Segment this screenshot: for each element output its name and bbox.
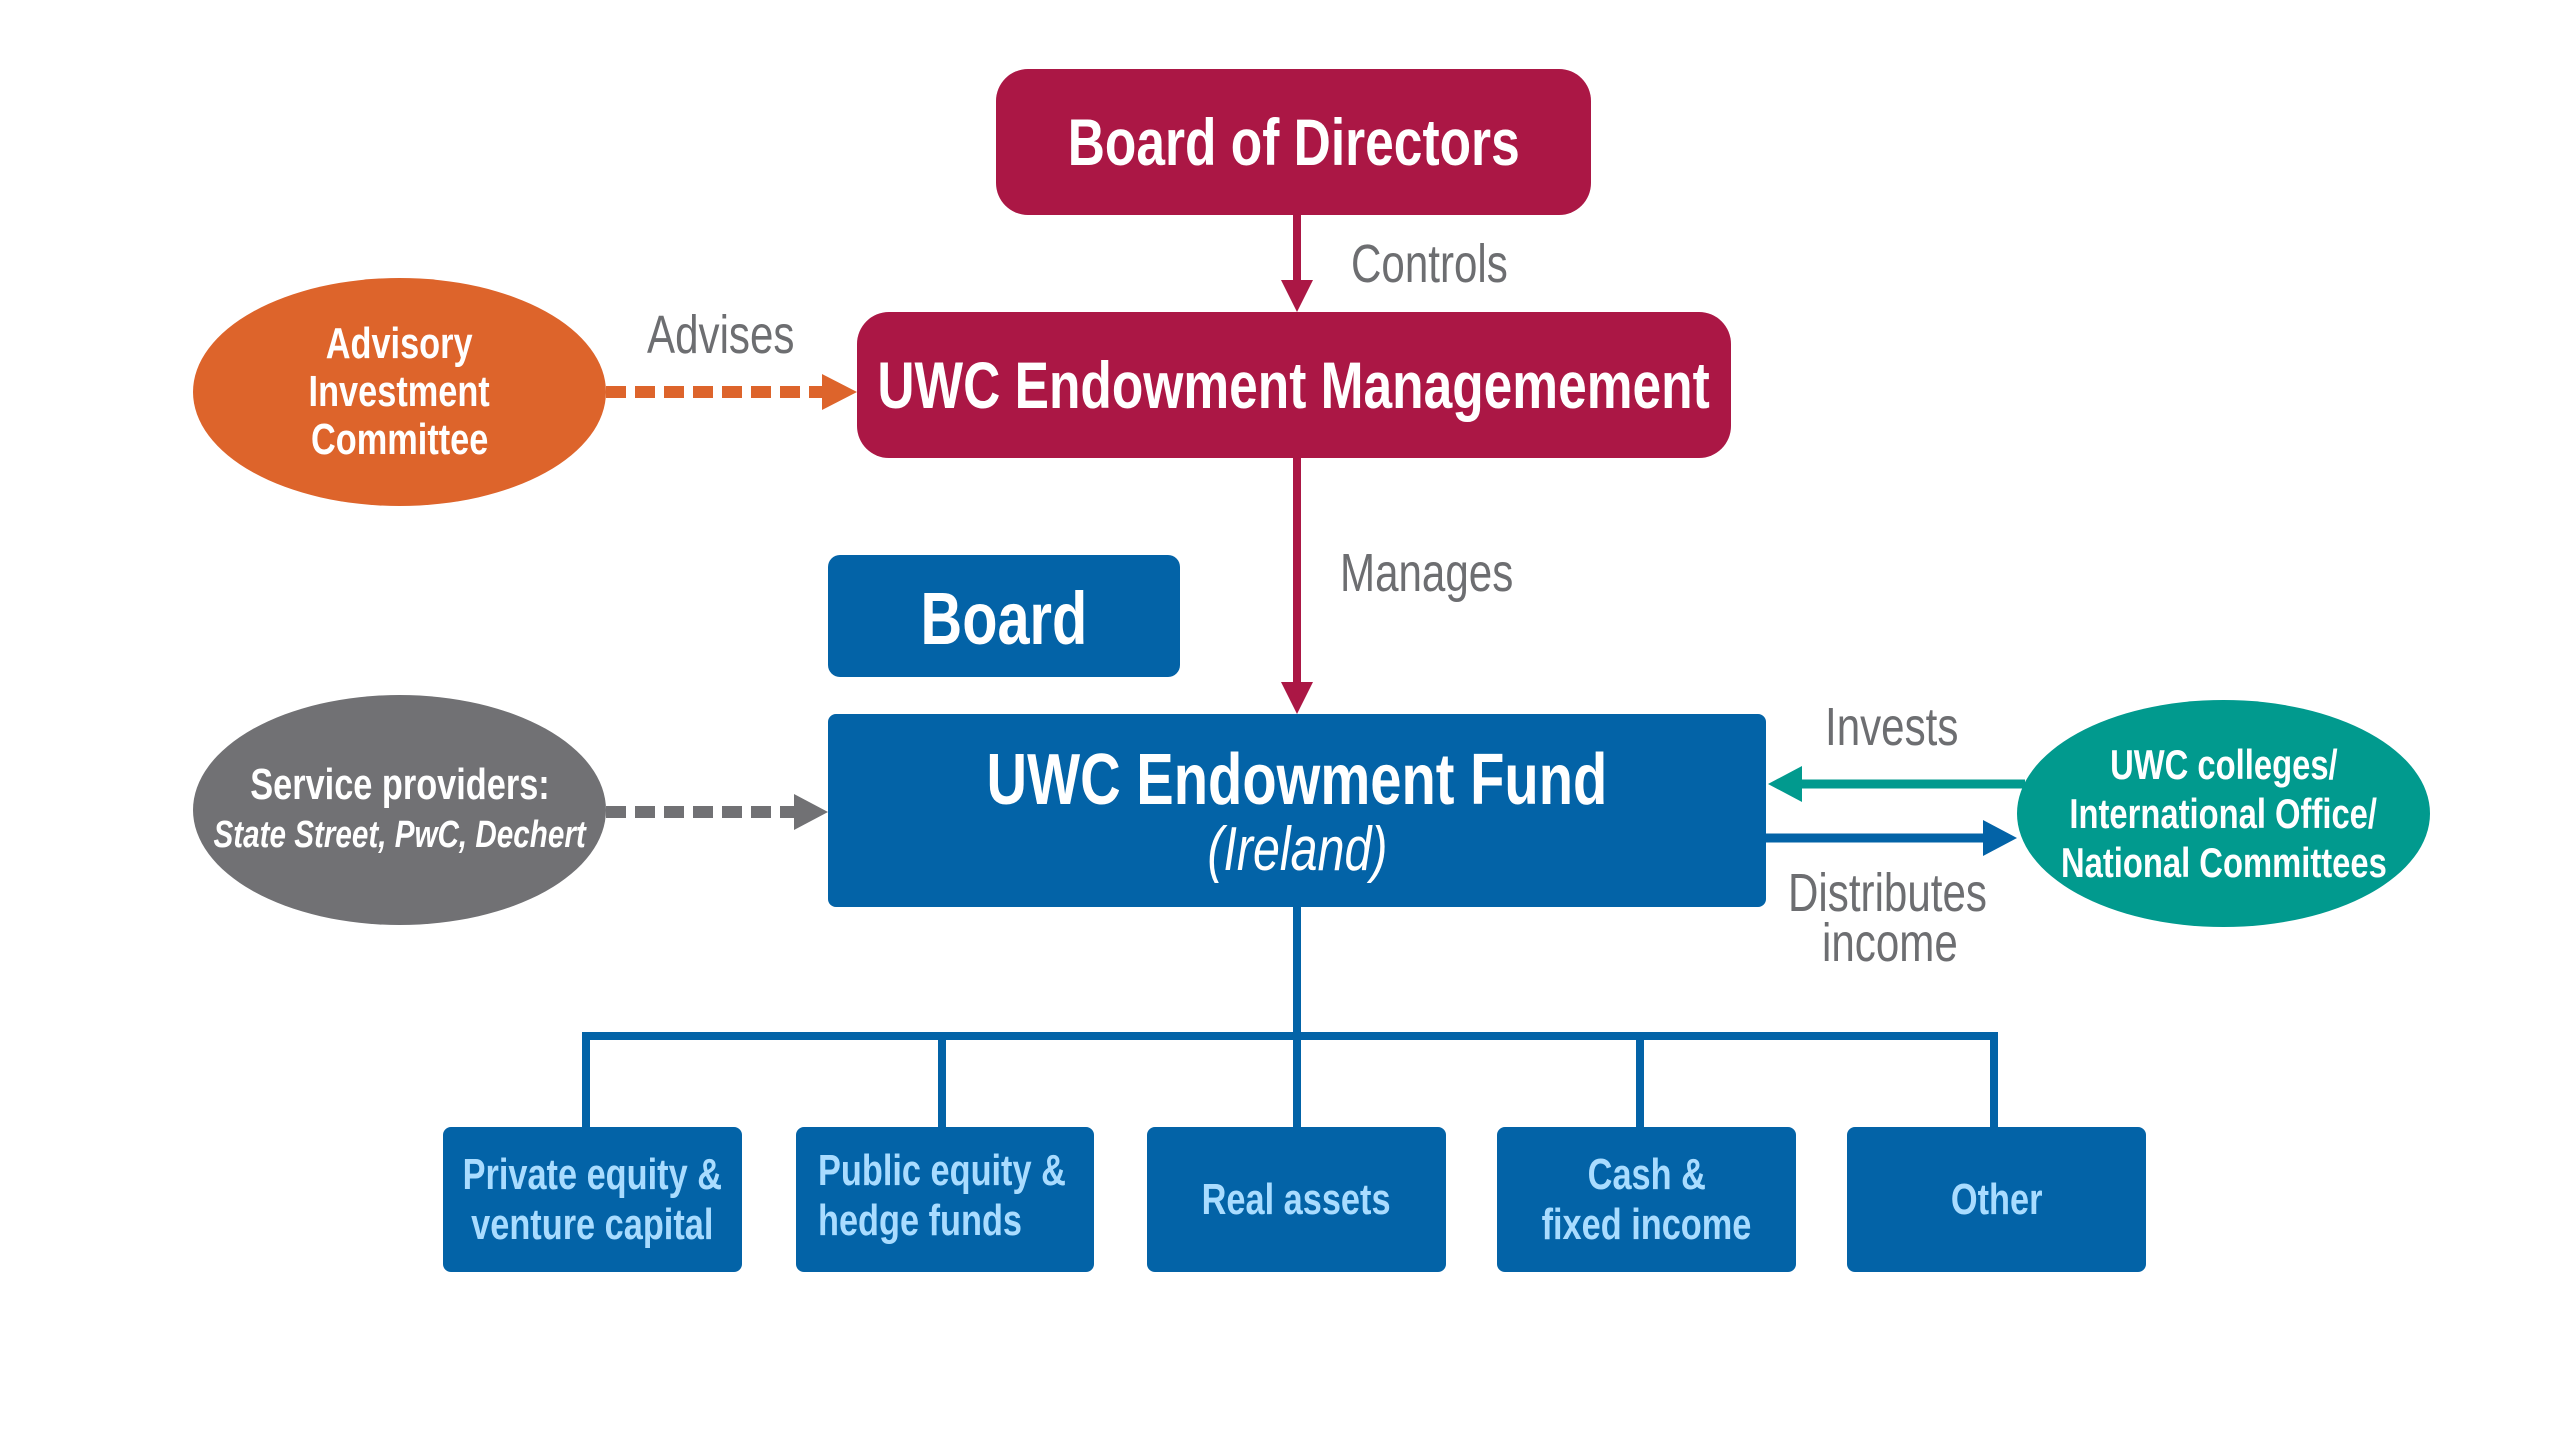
service-providers-node: Service providers: State Street, PwC, De…	[193, 695, 606, 925]
asset-public-equity-line-1: Public equity &	[818, 1145, 1066, 1195]
service-providers-list: State Street, PwC, Dechert	[213, 814, 586, 856]
endowment-management-label: UWC Endowment Managemement	[877, 348, 1711, 422]
board-of-directors-node: Board of Directors	[996, 69, 1591, 215]
asset-private-equity-line-1: Private equity &	[462, 1149, 723, 1199]
fund-subtitle: (Ireland)	[1206, 814, 1388, 884]
asset-public-equity: Public equity & hedge funds	[796, 1127, 1094, 1272]
controls-label: Controls	[1351, 234, 1508, 294]
asset-tree	[582, 907, 1998, 1127]
asset-cash-line-1: Cash &	[1587, 1149, 1706, 1199]
advisory-committee-node: Advisory Investment Committee	[193, 278, 606, 506]
uwc-entities-line-2: International Office/	[2069, 790, 2378, 837]
advisory-line-1: Advisory	[326, 319, 473, 368]
controls-arrow	[1281, 215, 1313, 312]
distributes-label-line-1: Distributes	[1788, 863, 1987, 923]
board-of-directors-label: Board of Directors	[1067, 105, 1520, 179]
invests-arrow	[1768, 766, 2025, 802]
endowment-management-node: UWC Endowment Managemement	[857, 312, 1731, 458]
advises-label: Advises	[647, 305, 795, 365]
asset-cash-line-2: fixed income	[1541, 1199, 1752, 1249]
invests-label: Invests	[1825, 697, 1959, 757]
service-providers-title: Service providers:	[249, 760, 550, 809]
uwc-entities-line-1: UWC colleges/	[2109, 741, 2338, 788]
board-node: Board	[828, 555, 1180, 677]
endowment-fund-node: UWC Endowment Fund (Ireland)	[828, 714, 1766, 907]
asset-real-assets: Real assets	[1147, 1127, 1446, 1272]
service-arrow	[606, 794, 828, 830]
asset-private-equity: Private equity & venture capital	[443, 1127, 742, 1272]
advises-arrow	[606, 374, 857, 410]
asset-other-label: Other	[1950, 1174, 2043, 1224]
asset-private-equity-line-2: venture capital	[471, 1199, 714, 1249]
uwc-entities-node: UWC colleges/ International Office/ Nati…	[2017, 700, 2430, 927]
asset-real-assets-label: Real assets	[1202, 1174, 1391, 1224]
fund-title: UWC Endowment Fund	[986, 739, 1608, 820]
manages-arrow	[1281, 458, 1313, 714]
asset-public-equity-line-2: hedge funds	[818, 1195, 1023, 1245]
asset-cash-fixed-income: Cash & fixed income	[1497, 1127, 1796, 1272]
distributes-arrow	[1766, 820, 2017, 856]
uwc-entities-line-3: National Committees	[2060, 839, 2387, 886]
distributes-label-line-2: income	[1822, 913, 1958, 973]
advisory-line-3: Committee	[310, 415, 489, 464]
asset-other: Other	[1847, 1127, 2146, 1272]
advisory-line-2: Investment	[308, 367, 491, 416]
manages-label: Manages	[1340, 543, 1514, 603]
board-label: Board	[920, 576, 1088, 660]
